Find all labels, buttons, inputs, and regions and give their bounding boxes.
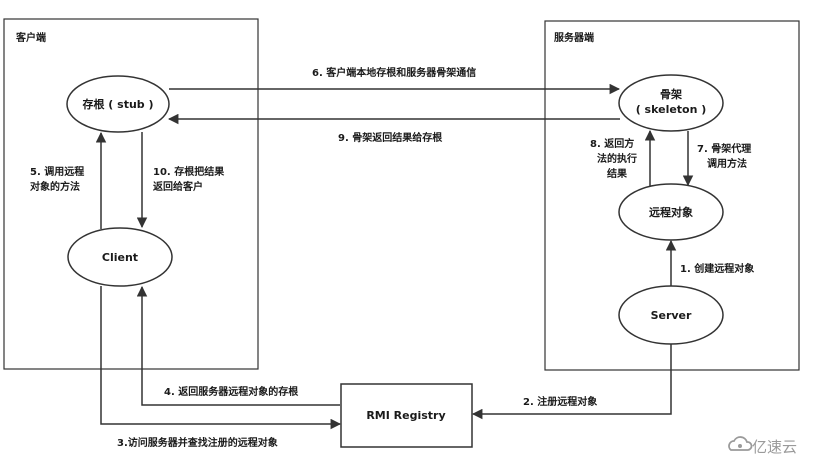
rmi-registry-label: RMI Registry	[366, 409, 445, 422]
edge-8-label-line3: 结果	[607, 167, 628, 180]
skeleton-label-line2: ( skeleton )	[636, 103, 707, 116]
stub-label: 存根 ( stub )	[82, 97, 153, 111]
edge-5-label-line1: 5. 调用远程	[30, 165, 84, 178]
watermark-text: 亿速云	[752, 438, 797, 456]
server-region	[544, 20, 800, 371]
edge-2-arrow	[471, 344, 672, 420]
client-label: Client	[102, 251, 138, 264]
edge-2-label: 2. 注册远程对象	[523, 395, 597, 408]
edge-10-label-line2: 返回给客户	[153, 180, 203, 193]
edge-7-label-line2: 调用方法	[707, 157, 747, 170]
remote-object-label: 远程对象	[649, 205, 693, 219]
client-node	[67, 227, 173, 287]
server-label: Server	[651, 309, 692, 322]
stub-node	[66, 75, 170, 133]
edge-10-label-line1: 10. 存根把结果	[153, 165, 225, 178]
skeleton-label-line1: 骨架	[660, 87, 682, 101]
rmi-registry-node	[340, 383, 473, 448]
edge-4-arrow	[136, 285, 340, 406]
edge-1-label: 1. 创建远程对象	[680, 262, 754, 275]
client-region-title: 客户端	[15, 31, 46, 44]
client-region	[3, 18, 259, 370]
edge-6-label: 6. 客户端本地存根和服务器骨架通信	[312, 66, 476, 79]
edge-9-label: 9. 骨架返回结果给存根	[338, 131, 442, 144]
edge-8-label-line2: 法的执行	[597, 152, 637, 165]
edge-3-arrow	[100, 286, 342, 430]
edge-4-label: 4. 返回服务器远程对象的存根	[164, 385, 298, 398]
edge-8-label-line1: 8. 返回方	[590, 137, 634, 150]
edge-7-label-line1: 7. 骨架代理	[697, 142, 751, 155]
server-region-title: 服务器端	[554, 31, 594, 44]
edge-3-label: 3.访问服务器并查找注册的远程对象	[117, 436, 278, 449]
cloud-logo-icon	[728, 436, 753, 451]
edge-5-label-line2: 对象的方法	[30, 180, 80, 193]
skeleton-node	[618, 74, 724, 132]
